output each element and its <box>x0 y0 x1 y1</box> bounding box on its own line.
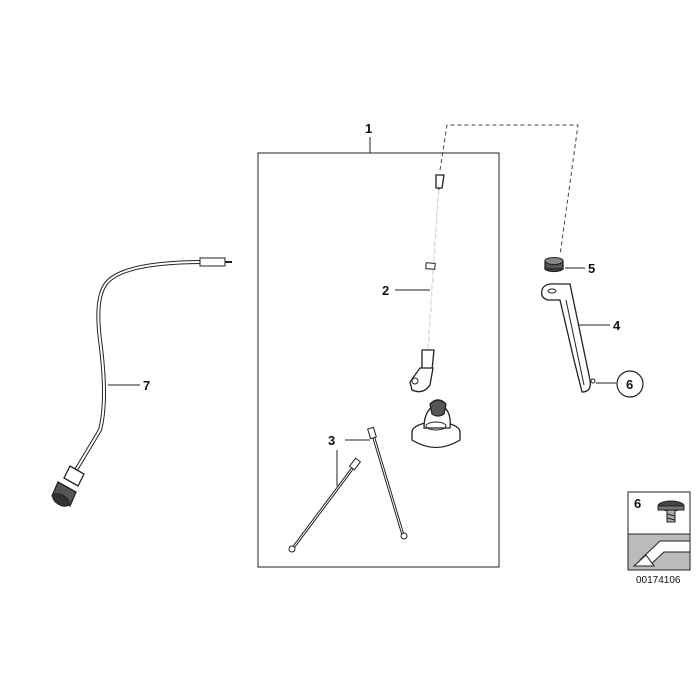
assembly-box <box>257 152 500 568</box>
antenna-cable[interactable] <box>51 257 232 509</box>
antenna-rod[interactable] <box>409 174 445 393</box>
callout-1[interactable]: 1 <box>365 121 372 136</box>
callout-6[interactable]: 6 <box>626 377 633 392</box>
dashed-connector <box>439 124 579 256</box>
legend-part-number: 6 <box>634 496 641 511</box>
callout-5[interactable]: 5 <box>588 261 595 276</box>
grommet[interactable] <box>544 257 564 273</box>
reference-number: 00174106 <box>636 575 681 586</box>
rod-right[interactable] <box>367 426 408 540</box>
legend-box: 6 <box>627 491 691 571</box>
antenna-base[interactable] <box>411 399 461 449</box>
bracket[interactable] <box>540 283 596 393</box>
arrow-icon <box>627 533 691 571</box>
rod-left[interactable] <box>288 457 362 553</box>
screw-icon <box>657 500 685 523</box>
callout-3[interactable]: 3 <box>328 433 335 448</box>
callout-7[interactable]: 7 <box>143 378 150 393</box>
callout-2[interactable]: 2 <box>382 283 389 298</box>
callout-4[interactable]: 4 <box>613 318 621 333</box>
callout-6-circle <box>616 370 644 398</box>
